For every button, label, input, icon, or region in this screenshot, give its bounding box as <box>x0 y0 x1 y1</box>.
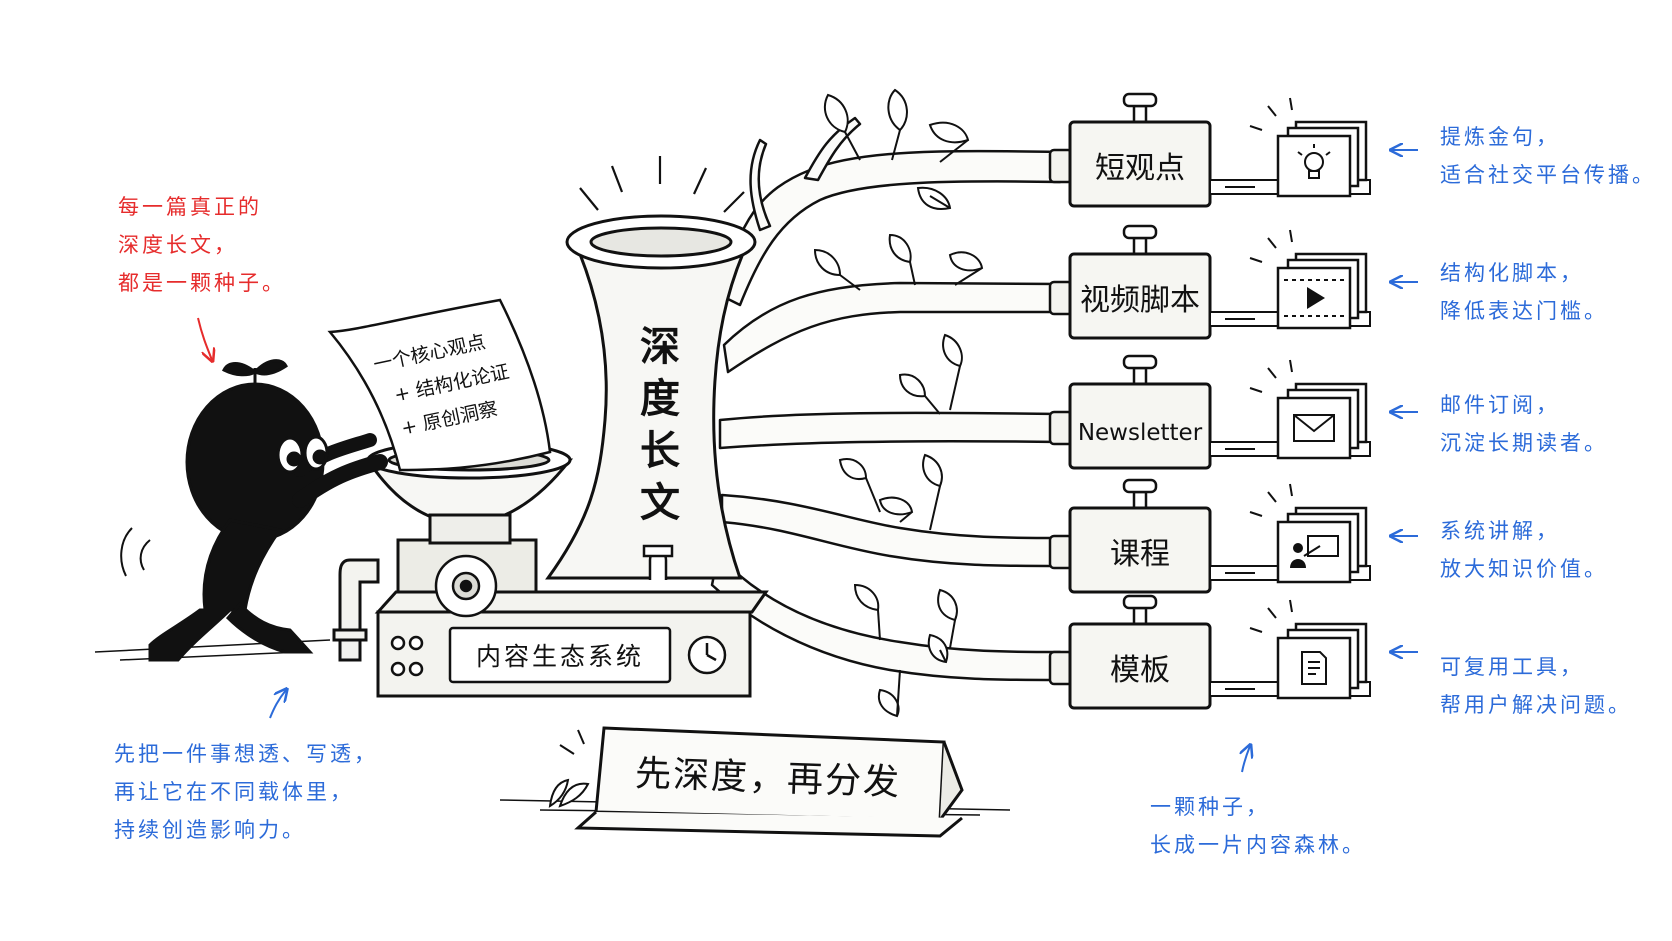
valve-knob <box>1122 92 1158 108</box>
chimney-sparkle-lines <box>579 156 745 213</box>
output-note-line: 适合社交平台传播。 <box>1440 163 1656 187</box>
output-note-short: 提炼金句， 适合社交平台传播。 <box>1440 118 1656 194</box>
seed-character <box>148 359 388 662</box>
base-label-plate: 内容生态系统 <box>448 626 672 684</box>
grass-tuft <box>548 778 590 808</box>
chimney-char-2: 度 <box>640 376 680 422</box>
output-label: Newsletter <box>1078 420 1203 446</box>
output-note-line: 提炼金句， <box>1440 125 1560 149</box>
base-pipe <box>332 558 380 662</box>
seed-note-line-2: 深度长文， <box>118 233 238 257</box>
output-note-line: 可复用工具， <box>1440 655 1584 679</box>
output-label: 视频脚本 <box>1080 283 1200 318</box>
lightbulb-icon <box>1297 144 1331 179</box>
chimney-valve <box>642 544 674 580</box>
output-note-line: 放大知识价值。 <box>1440 557 1608 581</box>
output-note-line: 帮用户解决问题。 <box>1440 693 1632 717</box>
output-note-line: 邮件订阅， <box>1440 393 1560 417</box>
sparkle-lines <box>1249 483 1293 517</box>
output-box <box>1068 622 1212 710</box>
output-box <box>1068 252 1212 340</box>
chimney-char-4: 文 <box>640 480 680 526</box>
forest-note-line-1: 一颗种子， <box>1150 795 1270 819</box>
base-label: 内容生态系统 <box>476 642 644 671</box>
clock-icon <box>687 635 727 675</box>
chimney-char-3: 长 <box>640 428 680 474</box>
document-icon <box>1301 651 1327 685</box>
sparkle-lines <box>1249 229 1293 263</box>
chimney-char-1: 深 <box>640 324 680 370</box>
method-note-line-3: 持续创造影响力。 <box>114 818 306 842</box>
seed-note-line-1: 每一篇真正的 <box>118 195 262 219</box>
output-machine: Newsletter <box>1048 354 1371 470</box>
gear-icon <box>434 554 498 618</box>
method-note-line-1: 先把一件事想透、写透， <box>114 742 378 766</box>
red-arrow <box>197 317 212 360</box>
output-note-line: 结构化脚本， <box>1440 261 1584 285</box>
output-note-template: 可复用工具， 帮用户解决问题。 <box>1440 648 1632 724</box>
chimney-label: 深 度 长 文 <box>640 324 680 526</box>
valve-stem <box>1132 366 1148 386</box>
valve-knob <box>1122 478 1158 494</box>
method-note: 先把一件事想透、写透， 再让它在不同载体里， 持续创造影响力。 <box>114 735 378 849</box>
method-note-line-2: 再让它在不同载体里， <box>114 780 354 804</box>
seed-note-line-3: 都是一颗种子。 <box>118 271 286 295</box>
method-arrow <box>269 690 286 719</box>
valve-knob <box>1122 594 1158 610</box>
output-note-video: 结构化脚本， 降低表达门槛。 <box>1440 254 1608 330</box>
forest-arrow <box>1242 746 1250 773</box>
output-machine: 短观点 <box>1048 92 1371 208</box>
sign-text: 先深度，再分发 <box>634 753 901 803</box>
machine-chimney <box>545 214 757 580</box>
forest-note-line-2: 长成一片内容森林。 <box>1150 833 1366 857</box>
valve-knob <box>1122 354 1158 370</box>
output-machine: 模板 <box>1048 594 1371 710</box>
valve-knob <box>1122 224 1158 240</box>
output-note-newsletter: 邮件订阅， 沉淀长期读者。 <box>1440 386 1608 462</box>
output-box <box>1068 506 1212 594</box>
valve-stem <box>1132 236 1148 256</box>
output-label: 课程 <box>1110 537 1170 572</box>
sign-sparkle-lines <box>559 729 585 755</box>
control-dots <box>390 635 424 677</box>
sparkle-lines <box>1249 359 1293 393</box>
valve-stem <box>1132 606 1148 626</box>
slogan-sign <box>574 726 964 838</box>
output-box <box>1068 382 1212 470</box>
output-label: 模板 <box>1110 653 1170 688</box>
output-box <box>1068 120 1212 208</box>
seed-note: 每一篇真正的 深度长文， 都是一颗种子。 <box>118 188 286 302</box>
motion-lines <box>120 527 151 577</box>
sparkle-lines <box>1249 97 1293 131</box>
envelope-icon <box>1293 414 1335 442</box>
output-label: 短观点 <box>1095 151 1185 186</box>
valve-stem <box>1132 490 1148 510</box>
output-machine: 课程 <box>1048 478 1371 594</box>
output-note-line: 降低表达门槛。 <box>1440 299 1608 323</box>
valve-stem <box>1132 104 1148 124</box>
forest-note: 一颗种子， 长成一片内容森林。 <box>1150 788 1366 864</box>
output-machine: 视频脚本 <box>1048 224 1371 340</box>
output-note-course: 系统讲解， 放大知识价值。 <box>1440 512 1608 588</box>
play-icon <box>1284 279 1344 317</box>
presentation-icon <box>1290 535 1339 568</box>
sparkle-lines <box>1249 599 1293 633</box>
output-note-line: 系统讲解， <box>1440 519 1560 543</box>
output-note-line: 沉淀长期读者。 <box>1440 431 1608 455</box>
leaf-stems <box>839 129 983 717</box>
paper-sheet <box>327 298 552 472</box>
